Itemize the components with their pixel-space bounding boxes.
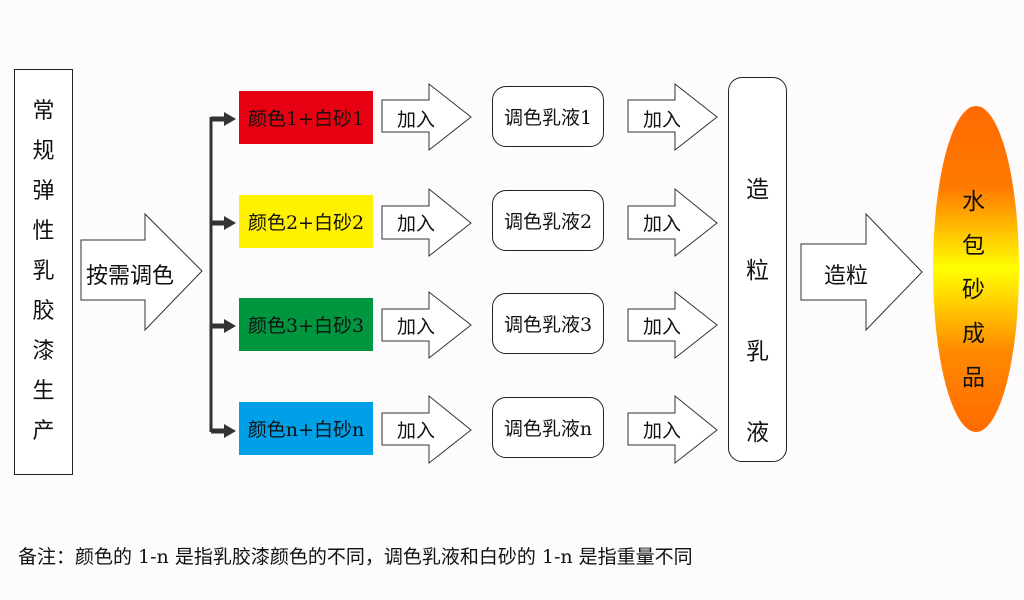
color-sand-mix-label: 颜色n+白砂n: [247, 419, 365, 441]
color-sand-mix-box: 颜色n+白砂n: [239, 402, 373, 455]
product-label-char: 包: [962, 233, 985, 259]
tinted-emulsion-label: 调色乳液n: [503, 418, 593, 440]
tinted-emulsion-box: 调色乳液1: [492, 86, 604, 147]
product-label-char: 成: [962, 321, 985, 347]
source-label-char: 常: [32, 99, 55, 124]
product-label-char: 品: [962, 365, 985, 391]
branch-arrows: [211, 112, 236, 438]
tinted-emulsion-box: 调色乳液3: [492, 293, 604, 354]
product-ellipse: [933, 106, 1019, 432]
first-process-arrow: [80, 212, 203, 332]
add-arrow-label: 加入: [397, 316, 436, 338]
add-arrows-col2: [627, 82, 718, 465]
granulation-emulsion-char: 粒: [746, 258, 769, 284]
source-label-char: 规: [32, 139, 55, 164]
granulation-emulsion-char: 造: [746, 177, 769, 203]
source-label-char: 性: [32, 219, 55, 244]
product-label-char: 砂: [962, 277, 985, 303]
color-sand-mix-box: 颜色2+白砂2: [239, 195, 373, 248]
add-arrows-col1: [381, 82, 472, 465]
source-label-char: 漆: [32, 339, 55, 364]
source-label-char: 弹: [32, 179, 55, 204]
color-sand-mix-box: 颜色1+白砂1: [239, 91, 373, 144]
color-sand-mix-label: 颜色2+白砂2: [247, 212, 365, 234]
product-label: 水包砂成品: [962, 180, 985, 400]
color-sand-mix-label: 颜色1+白砂1: [247, 108, 365, 130]
tinted-emulsion-label: 调色乳液3: [503, 314, 593, 336]
source-label-char: 乳: [32, 259, 55, 284]
add-arrow-label: 加入: [643, 109, 682, 131]
tinted-emulsion-box: 调色乳液n: [492, 397, 604, 458]
granulation-emulsion-box: 造粒乳液: [728, 77, 787, 462]
granulation-emulsion-label: 造粒乳液: [746, 150, 769, 474]
add-arrow-label: 加入: [397, 420, 436, 442]
source-box: 常规弹性乳胶漆生产: [14, 69, 73, 475]
first-arrow-label: 按需调色: [86, 264, 175, 289]
source-label: 常规弹性乳胶漆生产: [32, 92, 54, 452]
color-sand-mix-box: 颜色3+白砂3: [239, 298, 373, 351]
source-label-char: 胶: [32, 299, 55, 324]
add-arrow-label: 加入: [643, 420, 682, 442]
tinted-emulsion-label: 调色乳液2: [503, 211, 593, 233]
granulate-arrow: [800, 212, 923, 332]
granulation-emulsion-char: 液: [746, 420, 769, 446]
product-label-char: 水: [962, 189, 985, 215]
add-arrow-label: 加入: [643, 316, 682, 338]
add-arrow-label: 加入: [397, 213, 436, 235]
source-label-char: 产: [32, 419, 55, 444]
tinted-emulsion-box: 调色乳液2: [492, 190, 604, 251]
add-arrow-label: 加入: [643, 213, 682, 235]
tinted-emulsion-label: 调色乳液1: [503, 107, 593, 129]
footnote: 备注：颜色的 1-n 是指乳胶漆颜色的不同，调色乳液和白砂的 1-n 是指重量不…: [18, 546, 693, 568]
granulate-arrow-label: 造粒: [824, 264, 869, 289]
source-label-char: 生: [32, 379, 55, 404]
granulation-emulsion-char: 乳: [746, 339, 769, 365]
add-arrow-label: 加入: [397, 109, 436, 131]
color-sand-mix-label: 颜色3+白砂3: [247, 315, 365, 337]
